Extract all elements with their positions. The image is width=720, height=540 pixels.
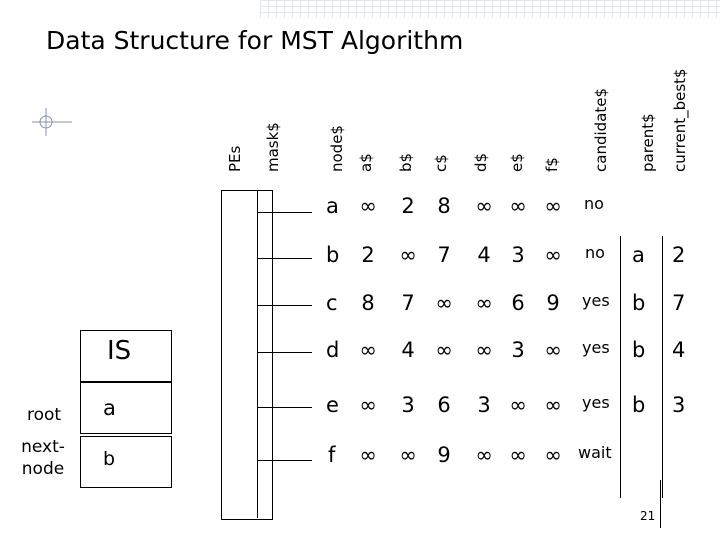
row-c-dist-c: ∞ <box>435 291 453 315</box>
row-c-candidate: yes <box>582 291 610 310</box>
row-e-parent: b <box>632 393 646 417</box>
row-e-node: e <box>326 393 339 417</box>
row-e-candidate: yes <box>582 393 610 412</box>
row-f-node: f <box>328 443 336 467</box>
row-d-dist-c: ∞ <box>435 338 453 362</box>
row-b-dist-c: 7 <box>437 243 451 267</box>
row-d-dist-f: ∞ <box>544 338 562 362</box>
row-e-dist-c: 6 <box>437 393 451 417</box>
row-c-dist-a: 8 <box>361 291 375 315</box>
row-c-node: c <box>326 291 338 315</box>
column-header-a: a$ <box>357 153 375 172</box>
next-node-label: next-node <box>21 437 65 479</box>
row-c-dist-d: ∞ <box>475 291 493 315</box>
row-d-best: 4 <box>672 338 686 362</box>
row-c-dist-b: 7 <box>401 291 415 315</box>
row-c-best: 7 <box>672 291 686 315</box>
row-e-dist-e: ∞ <box>509 393 527 417</box>
row-connector <box>258 305 312 306</box>
row-connector <box>258 212 312 213</box>
column-header-d: d$ <box>472 152 490 172</box>
row-e-dist-b: 3 <box>401 393 415 417</box>
candidate-divider <box>620 236 621 498</box>
row-d-candidate: yes <box>582 338 610 357</box>
pe-column <box>221 190 273 520</box>
column-header-candidate: candidate$ <box>592 87 610 172</box>
pe-mask-divider <box>257 190 258 518</box>
column-header-f: f$ <box>543 157 561 172</box>
is-header-box <box>80 330 172 382</box>
row-connector <box>258 258 312 259</box>
page-title: Data Structure for MST Algorithm <box>46 26 464 55</box>
row-a-candidate: no <box>584 194 604 213</box>
crosshair-icon <box>32 108 72 136</box>
is-root-value: a <box>103 396 116 420</box>
row-f-dist-b: ∞ <box>399 443 417 467</box>
row-b-candidate: no <box>585 243 605 262</box>
is-label: IS <box>107 336 132 366</box>
row-b-dist-d: 4 <box>477 243 491 267</box>
footer-divider <box>660 480 661 528</box>
row-a-dist-f: ∞ <box>544 194 562 218</box>
row-d-node: d <box>326 338 340 362</box>
parent-divider <box>662 236 663 498</box>
row-d-dist-e: 3 <box>511 338 525 362</box>
column-header-b: b$ <box>397 152 415 172</box>
row-a-dist-c: 8 <box>437 194 451 218</box>
row-a-dist-b: 2 <box>401 194 415 218</box>
column-header-e: e$ <box>508 153 526 172</box>
row-b-dist-e: 3 <box>511 243 525 267</box>
is-next-cell <box>80 436 172 488</box>
row-f-candidate: wait <box>578 443 612 462</box>
decorative-grid <box>260 0 720 18</box>
row-e-dist-a: ∞ <box>359 393 377 417</box>
row-b-dist-a: 2 <box>361 243 375 267</box>
row-f-dist-c: 9 <box>437 443 451 467</box>
column-header-current-best: current_best$ <box>671 68 689 172</box>
root-label: root <box>26 405 62 425</box>
column-header-pes: PEs <box>226 145 244 172</box>
column-header-node: node$ <box>328 125 346 172</box>
row-c-dist-f: 9 <box>546 291 560 315</box>
column-header-c: c$ <box>432 154 450 172</box>
row-f-dist-e: ∞ <box>509 443 527 467</box>
row-d-parent: b <box>632 338 646 362</box>
row-b-node: b <box>326 243 340 267</box>
row-b-dist-b: ∞ <box>399 243 417 267</box>
row-a-dist-d: ∞ <box>475 194 493 218</box>
row-d-dist-b: 4 <box>401 338 415 362</box>
row-d-dist-a: ∞ <box>359 338 377 362</box>
row-b-best: 2 <box>672 243 686 267</box>
row-connector <box>258 460 312 461</box>
row-e-best: 3 <box>672 393 686 417</box>
row-c-parent: b <box>632 291 646 315</box>
column-header-parent: parent$ <box>639 113 657 172</box>
row-a-dist-a: ∞ <box>359 194 377 218</box>
row-b-dist-f: ∞ <box>544 243 562 267</box>
row-d-dist-d: ∞ <box>475 338 493 362</box>
row-f-dist-d: ∞ <box>475 443 493 467</box>
row-connector <box>258 352 312 353</box>
row-a-node: a <box>326 194 339 218</box>
column-header-mask: mask$ <box>264 122 282 172</box>
is-next-value: b <box>103 448 116 470</box>
row-b-parent: a <box>632 243 645 267</box>
row-e-dist-f: ∞ <box>544 393 562 417</box>
row-a-dist-e: ∞ <box>509 194 527 218</box>
is-root-cell <box>80 382 172 434</box>
page-number: 21 <box>640 509 656 523</box>
row-e-dist-d: 3 <box>477 393 491 417</box>
row-connector <box>258 407 312 408</box>
row-f-dist-a: ∞ <box>359 443 377 467</box>
row-c-dist-e: 6 <box>511 291 525 315</box>
row-f-dist-f: ∞ <box>544 443 562 467</box>
